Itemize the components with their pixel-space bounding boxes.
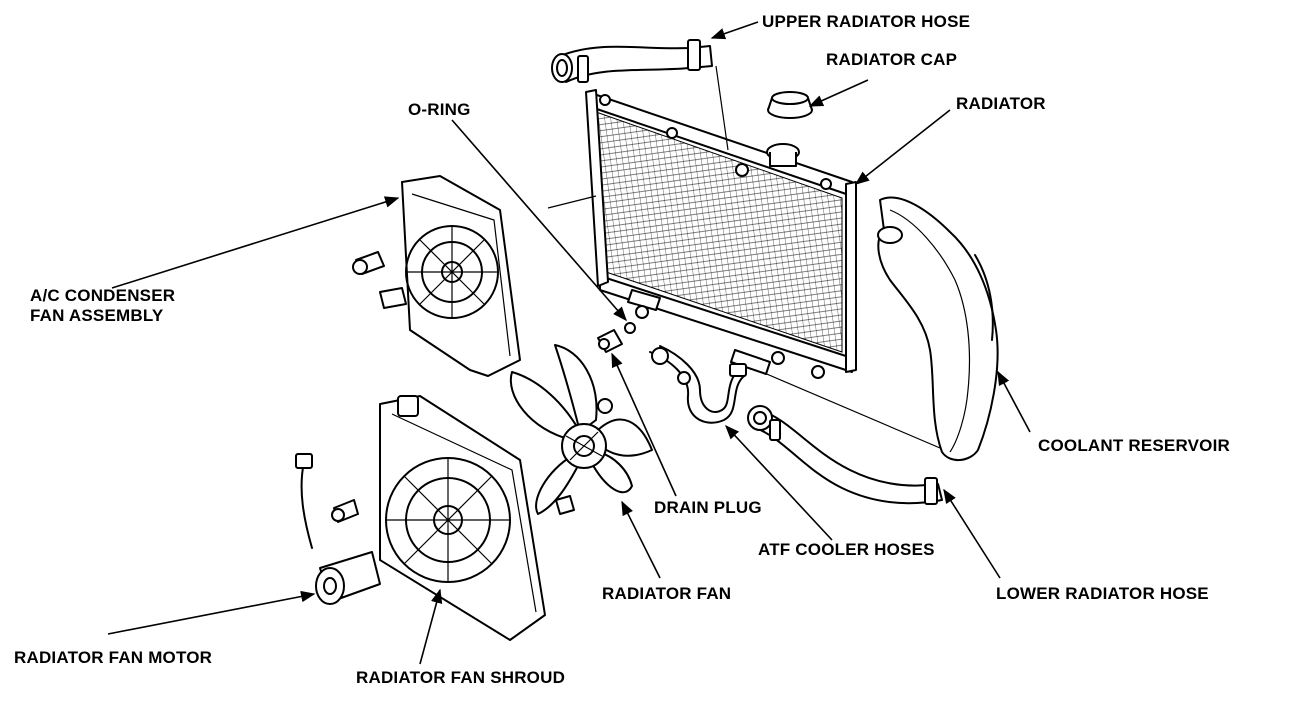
label-radiator: RADIATOR: [956, 94, 1046, 113]
radiator-fan-part: [509, 344, 653, 515]
label-drain-plug: DRAIN PLUG: [654, 498, 762, 517]
label-o-ring: O-RING: [408, 100, 471, 119]
upper-hose-part: [551, 39, 713, 83]
label-radiator-fan-motor: RADIATOR FAN MOTOR: [14, 648, 213, 667]
lower-hose-part: [747, 405, 943, 505]
radiator-fan-shroud-part: [379, 395, 546, 641]
label-radiator-fan: RADIATOR FAN: [602, 584, 732, 603]
leader-lines: [107, 21, 1031, 665]
drain-plug-part: [597, 322, 636, 353]
label-ac-condenser-fan-assembly: A/C CONDENSER FAN ASSEMBLY: [30, 286, 175, 326]
label-coolant-reservoir: COOLANT RESERVOIR: [1038, 436, 1230, 455]
label-atf-cooler-hoses: ATF COOLER HOSES: [758, 540, 935, 559]
label-radiator-cap: RADIATOR CAP: [826, 50, 958, 69]
label-ac-condenser-line1: A/C CONDENSER: [30, 286, 176, 305]
label-radiator-fan-shroud: RADIATOR FAN SHROUD: [356, 668, 566, 687]
radiator-part: [585, 89, 857, 379]
radiator-fan-motor-part: [295, 453, 381, 605]
label-upper-radiator-hose: UPPER RADIATOR HOSE: [762, 12, 971, 31]
ac-condenser-fan-part: [352, 175, 521, 377]
coolant-reservoir-part: [877, 196, 999, 461]
label-lower-radiator-hose: LOWER RADIATOR HOSE: [996, 584, 1209, 603]
label-ac-condenser-line2: FAN ASSEMBLY: [30, 306, 164, 325]
radiator-cap-part: [767, 91, 813, 119]
atf-hoses-part: [649, 345, 747, 424]
